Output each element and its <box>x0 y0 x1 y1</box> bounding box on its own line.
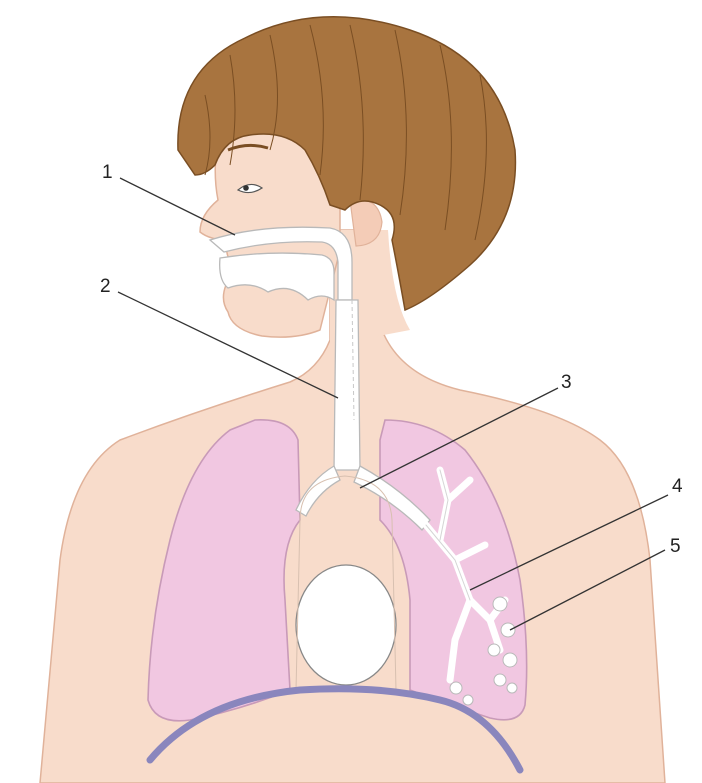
heart-space <box>296 565 396 685</box>
callout-2: 2 <box>100 276 111 297</box>
callout-3: 3 <box>561 372 572 393</box>
pupil <box>243 185 249 191</box>
callout-4: 4 <box>672 476 683 497</box>
trachea <box>334 300 360 470</box>
callout-5: 5 <box>670 536 681 557</box>
callout-1: 1 <box>102 162 113 183</box>
